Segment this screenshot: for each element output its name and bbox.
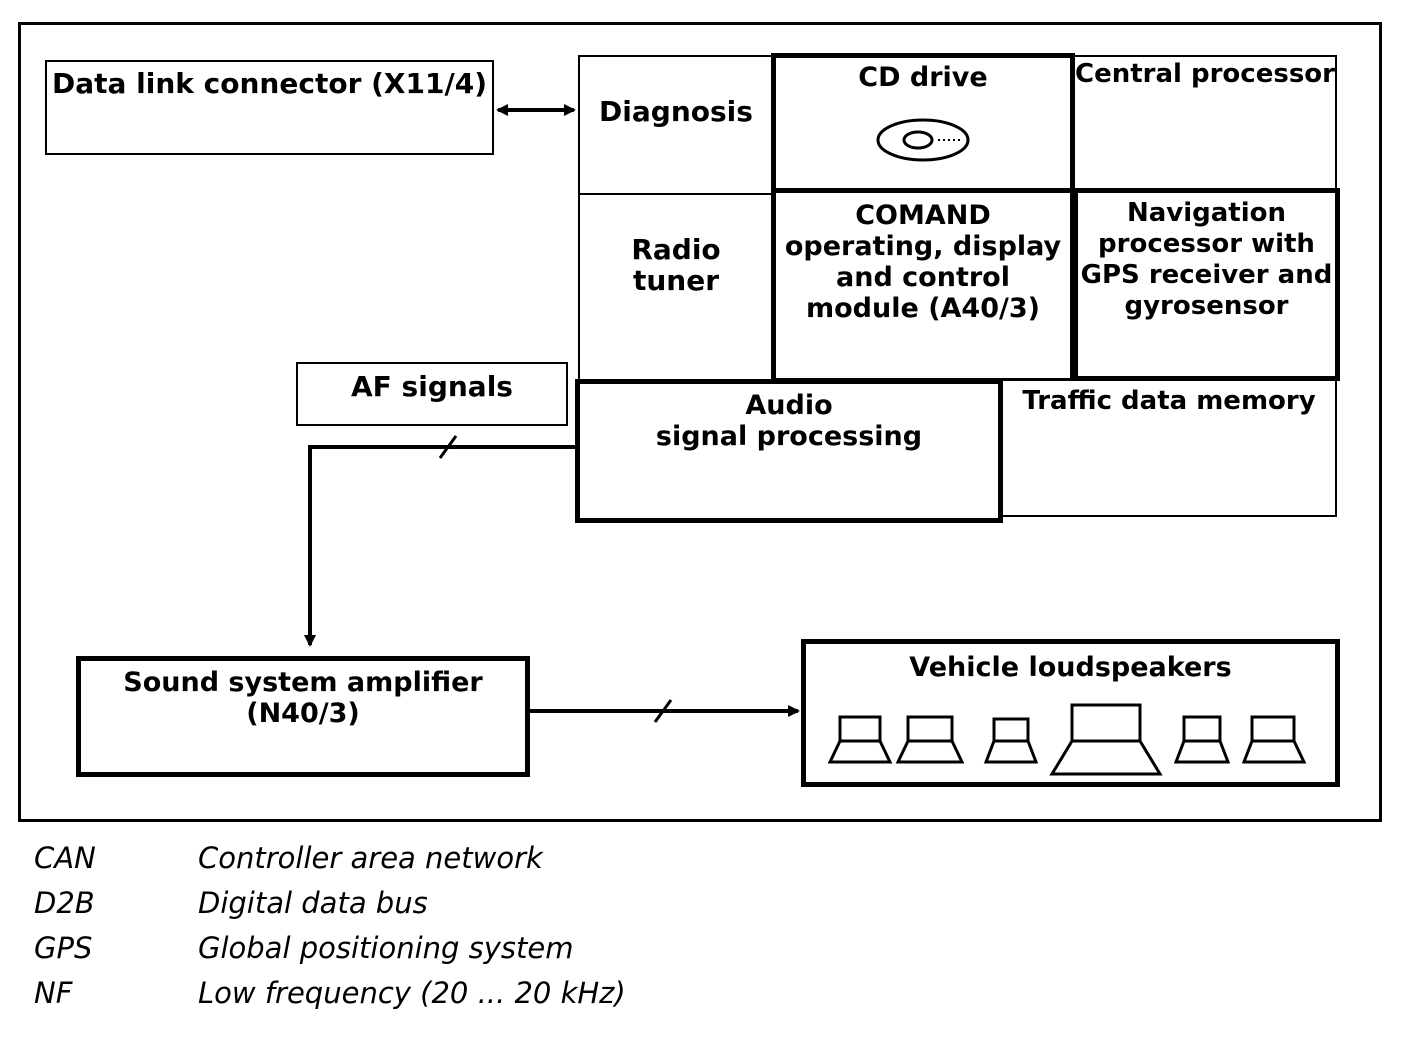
traffic-data-memory-box	[1001, 379, 1337, 517]
diagnosis-box	[578, 55, 774, 195]
diagnosis-label: Diagnosis	[599, 95, 753, 128]
navigation-processor-label-line1: Navigation	[1126, 198, 1287, 228]
cd-drive-label: CD drive	[858, 62, 988, 93]
af-signals-box	[296, 362, 568, 426]
sound-system-amplifier-box	[76, 656, 530, 777]
data-link-connector-box	[45, 60, 494, 155]
legend-abbr: GPS	[34, 931, 93, 965]
abbreviation-legend: CAN Controller area network D2B Digital …	[0, 830, 1408, 1038]
legend-desc: Global positioning system	[198, 931, 574, 965]
traffic-data-memory-label: Traffic data memory	[1022, 386, 1316, 416]
sound-system-amplifier-label-line1: Sound system amplifier	[123, 667, 483, 698]
speaker-icon-1	[827, 715, 893, 764]
af-signals-label: AF signals	[351, 370, 513, 403]
legend-abbr: NF	[34, 976, 73, 1010]
data-link-connector-label: Data link connector (X11/4)	[52, 67, 487, 100]
audio-signal-processing-label-line1: Audio	[745, 390, 833, 421]
navigation-processor-label-line3: GPS receiver and	[1080, 260, 1333, 290]
audio-signal-processing-box	[575, 379, 1003, 523]
navigation-processor-label-line2: processor with	[1098, 229, 1315, 259]
speaker-bus-slash	[653, 699, 673, 723]
speaker-icon-6	[1241, 715, 1307, 764]
navigation-processor-box	[1073, 188, 1340, 381]
comand-module-label-line3: and control	[836, 262, 1010, 293]
cd-disc-icon	[876, 118, 970, 162]
legend-desc: Controller area network	[198, 841, 543, 875]
comand-module-box	[771, 188, 1075, 383]
central-processor-label: Central processor	[1075, 59, 1335, 89]
comand-module-label-line2: operating, display	[784, 231, 1062, 262]
speaker-icon-2	[895, 715, 965, 764]
speaker-icon-5	[1173, 715, 1231, 764]
audio-signal-processing-label-line2: signal processing	[655, 421, 923, 452]
speaker-icon-3	[983, 717, 1039, 764]
legend-desc: Digital data bus	[198, 886, 428, 920]
radio-tuner-box	[578, 193, 774, 383]
connector-lines	[304, 104, 1307, 776]
sound-system-amplifier-label-line2: (N40/3)	[246, 698, 360, 729]
af-bus-slash	[438, 435, 458, 459]
navigation-processor-label-line4: gyrosensor	[1124, 291, 1289, 321]
speaker-icon-4	[1049, 703, 1163, 776]
block-diagram: Data link connector (X11/4) Diagnosis CD…	[18, 22, 1382, 822]
comand-module-label-line4: module (A40/3)	[806, 293, 1040, 324]
comand-module-label-line1: COMAND	[855, 200, 991, 231]
legend-abbr: D2B	[34, 886, 95, 920]
legend-abbr: CAN	[34, 841, 96, 875]
radio-tuner-label-line1: Radio	[631, 233, 721, 266]
radio-tuner-label-line2: tuner	[632, 264, 720, 297]
legend-desc: Low frequency (20 ... 20 kHz)	[198, 976, 626, 1010]
af-signal-line	[304, 445, 575, 647]
vehicle-loudspeakers-label: Vehicle loudspeakers	[909, 652, 1232, 683]
